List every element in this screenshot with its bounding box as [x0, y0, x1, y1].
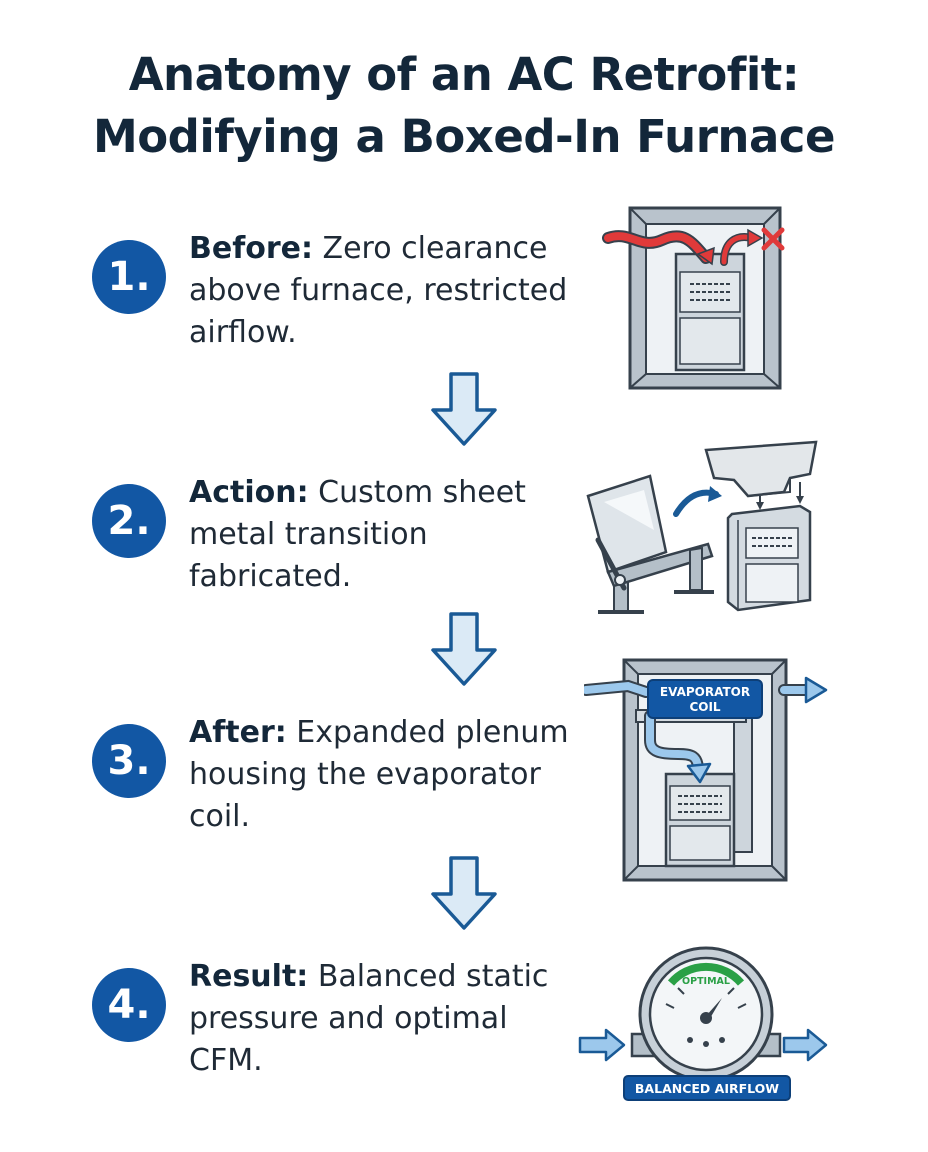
step-number-badge: 4. — [92, 968, 166, 1042]
step-label: Before: — [189, 231, 314, 266]
step-description: After: Expanded plenum housing the evapo… — [189, 712, 569, 838]
expanded-plenum-icon: EVAPORATOR COIL — [584, 658, 828, 882]
step-body: Zero clearance above furnace, restricted… — [189, 231, 568, 350]
down-arrow-icon — [431, 372, 497, 446]
step-label: Action: — [189, 475, 309, 510]
sheet-metal-fabrication-icon — [586, 440, 818, 614]
step-3: 3. After: Expanded plenum housing the ev… — [92, 712, 572, 852]
step-label: After: — [189, 715, 287, 750]
step-description: Before: Zero clearance above furnace, re… — [189, 228, 569, 354]
step-number-badge: 1. — [92, 240, 166, 314]
step-description: Result: Balanced static pressure and opt… — [189, 956, 569, 1082]
title-line-1: Anatomy of an AC Retrofit: — [128, 48, 800, 101]
page-title: Anatomy of an AC Retrofit: Modifying a B… — [0, 44, 928, 168]
evaporator-label-line-2: COIL — [689, 700, 720, 714]
balanced-airflow-banner: BALANCED AIRFLOW — [635, 1081, 779, 1096]
step-body: Custom sheet metal transition fabricated… — [189, 475, 526, 594]
step-2: 2. Action: Custom sheet metal transition… — [92, 472, 572, 612]
step-number-badge: 2. — [92, 484, 166, 558]
down-arrow-icon — [431, 612, 497, 686]
step-body: Balanced static pressure and optimal CFM… — [189, 959, 549, 1078]
boxed-in-furnace-icon — [602, 206, 785, 390]
title-line-2: Modifying a Boxed-In Furnace — [92, 110, 836, 163]
step-1: 1. Before: Zero clearance above furnace,… — [92, 228, 572, 368]
step-description: Action: Custom sheet metal transition fa… — [189, 472, 569, 598]
step-4: 4. Result: Balanced static pressure and … — [92, 956, 572, 1096]
step-label: Result: — [189, 959, 309, 994]
step-body: Expanded plenum housing the evaporator c… — [189, 715, 569, 834]
down-arrow-icon — [431, 856, 497, 930]
evaporator-label-line-1: EVAPORATOR — [660, 685, 750, 699]
gauge-optimal-label: OPTIMAL — [682, 976, 730, 987]
pressure-gauge-icon: OPTIMAL BALANCED AIRFLOW — [578, 946, 828, 1101]
step-number-badge: 3. — [92, 724, 166, 798]
